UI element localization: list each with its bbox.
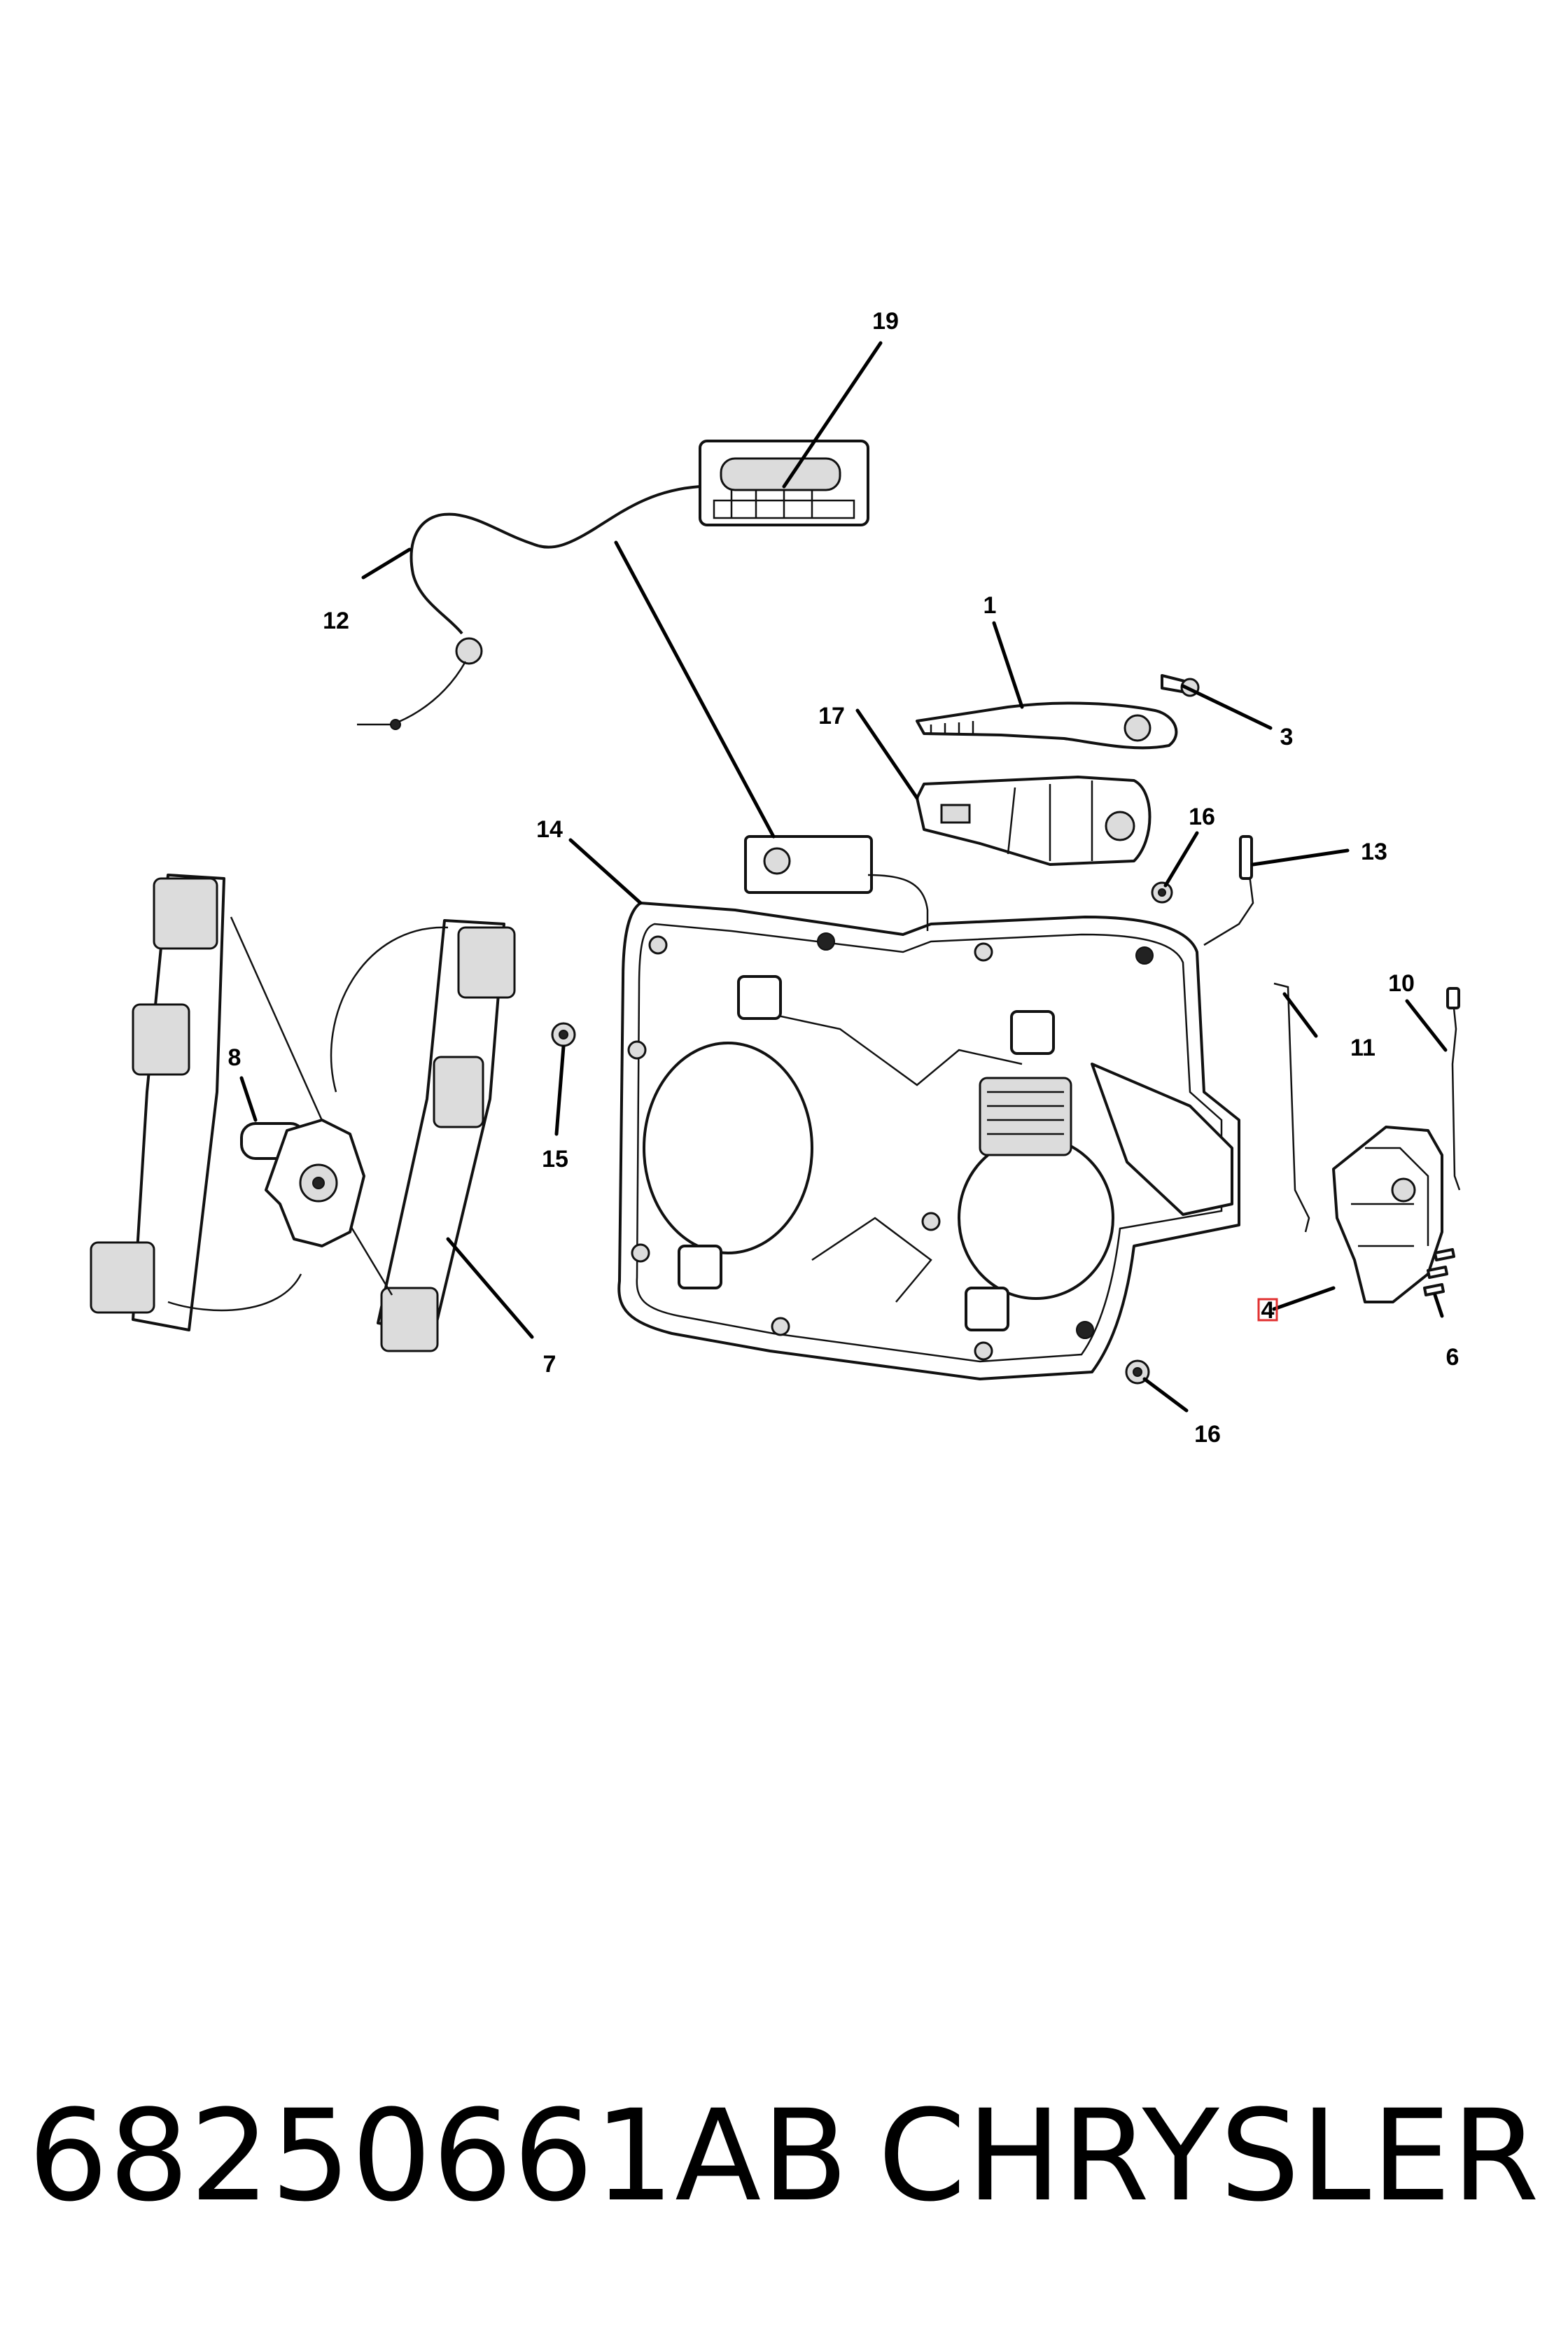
callout-12: 12 [323,608,349,634]
callout-4-highlight-box [1257,1298,1278,1322]
screw-part-3 [1161,674,1200,697]
callout-16-upper: 16 [1189,804,1215,830]
callout-15: 15 [542,1146,568,1172]
brand-name: CHRYSLER [878,2082,1540,2230]
release-cable-part-12 [357,485,701,730]
handle-bracket-part-17 [916,776,1152,866]
part-number: 68250661AB [28,2082,849,2230]
fastener-part-15 [551,1022,576,1047]
clip-part-16-lower [1125,1359,1150,1385]
door-module-exploded-diagram: 19 12 1 3 17 16 13 14 10 11 8 15 4 6 7 1… [90,308,1461,1448]
caption-bar: 68250661AB CHRYSLER [28,2072,1540,2240]
callout-3: 3 [1280,724,1294,750]
door-module-carrier-part-14 [617,902,1240,1380]
callout-17: 17 [818,703,845,729]
callout-7: 7 [543,1351,556,1378]
callout-16-lower: 16 [1194,1421,1221,1448]
link-rod-part-11 [1273,982,1310,1233]
callout-8: 8 [228,1044,241,1071]
callout-10: 10 [1388,970,1415,997]
callout-labels: 19 12 1 3 17 16 13 14 10 11 8 15 4 6 7 1… [228,308,1460,1448]
link-rod-part-13 [1203,835,1254,946]
interior-handle-part-19 [699,440,869,526]
exterior-handle-part-1 [916,701,1178,750]
callout-13: 13 [1361,839,1387,865]
window-motor-part-8 [240,1119,365,1247]
callout-4: 4 [1261,1297,1275,1324]
callout-1: 1 [983,592,997,619]
window-regulator-part-7 [90,874,516,1352]
callout-11: 11 [1350,1035,1376,1061]
callout-leader-lines [239,341,1448,1413]
door-latch-part-4 [1332,1126,1443,1303]
callout-14: 14 [536,816,563,843]
link-rod-part-10 [1446,987,1461,1191]
callout-6: 6 [1446,1344,1460,1371]
screws-part-6 [1423,1248,1455,1296]
carrier-bolt-holes [627,932,1154,1361]
clip-part-16-upper [1151,881,1173,904]
callout-19: 19 [872,308,899,335]
carrier-actuator [744,835,929,931]
